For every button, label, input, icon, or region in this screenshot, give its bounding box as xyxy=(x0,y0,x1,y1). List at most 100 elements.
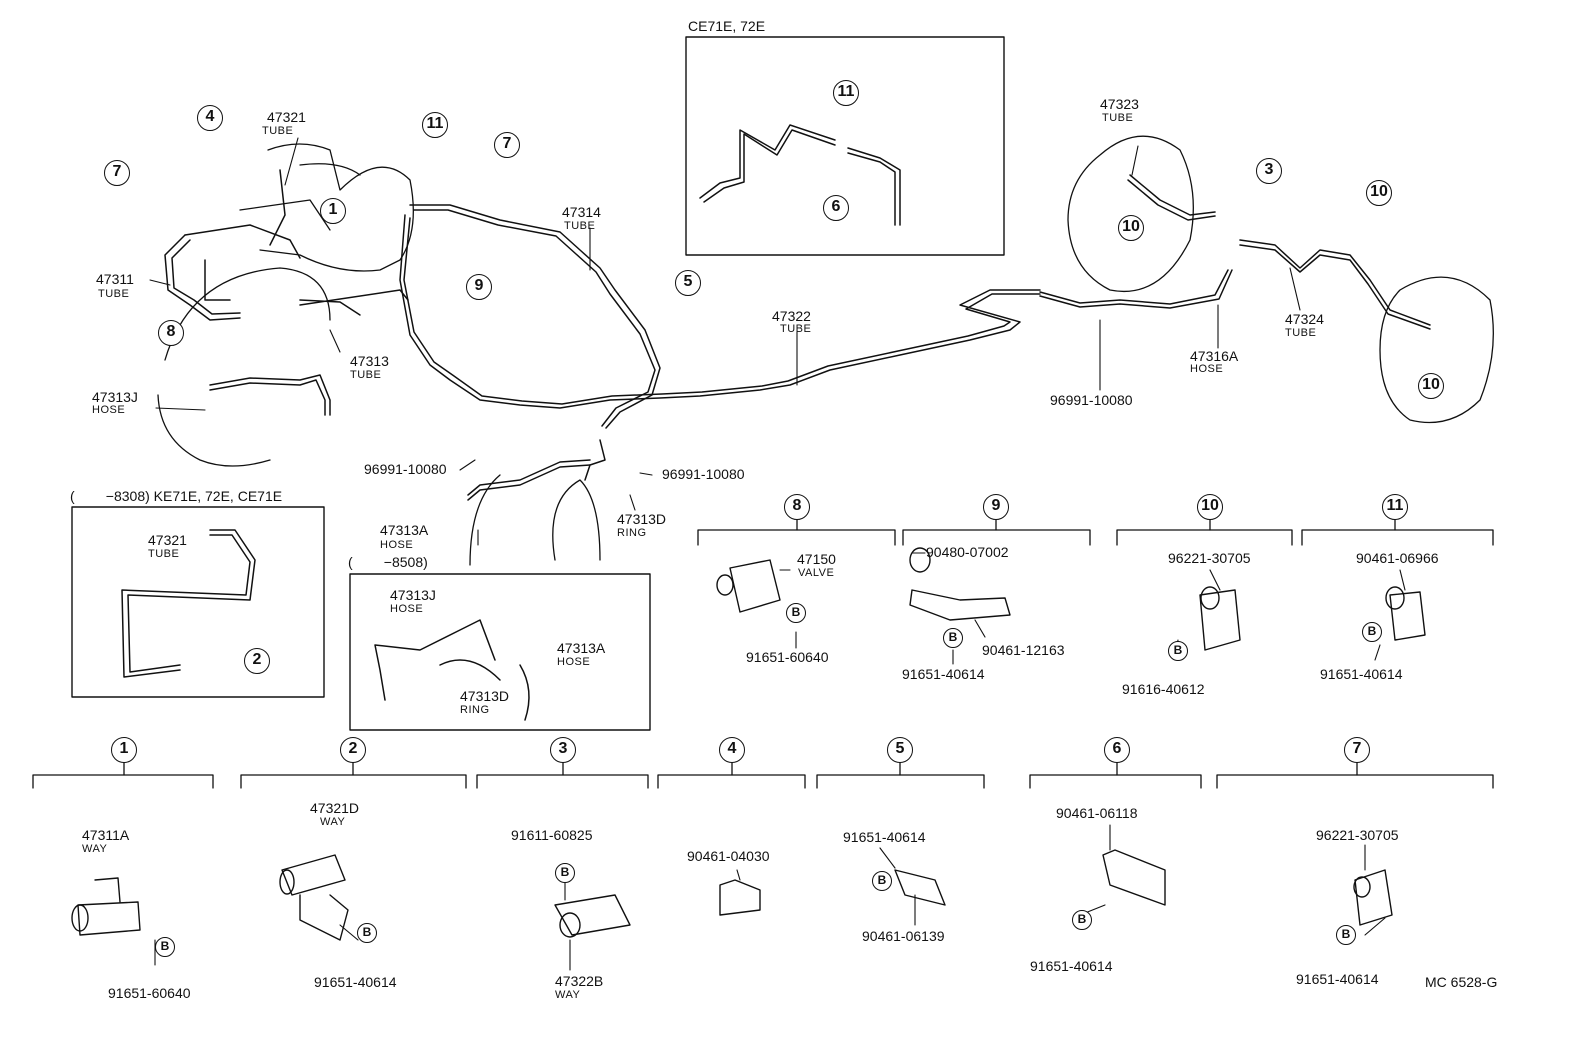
wheel-right-upper xyxy=(1067,135,1194,292)
group-callout-10: 10 xyxy=(1197,494,1223,520)
wheel-left-front xyxy=(157,267,331,467)
part-90461-06118: 90461-06118 xyxy=(1056,805,1138,821)
part-91651-40614-g2: 91651-40614 xyxy=(314,974,397,990)
inset-title-ke71e: ( −8308) KE71E, 72E, CE71E xyxy=(70,488,283,504)
part-47316A: 47316A xyxy=(1190,348,1239,364)
type-hose: HOSE xyxy=(1190,363,1224,375)
type-tube: TUBE xyxy=(564,220,596,232)
part-91616-40612: 91616-40612 xyxy=(1122,681,1205,697)
part-90461-06139: 90461-06139 xyxy=(862,928,945,944)
part-47313D: 47313D xyxy=(617,511,667,527)
bolt-marker: B xyxy=(357,923,377,943)
part-91651-40614-g11: 91651-40614 xyxy=(1320,666,1403,682)
bolt-marker: B xyxy=(786,603,806,623)
part-90461-06966: 90461-06966 xyxy=(1356,550,1439,566)
type-tube: TUBE xyxy=(1102,112,1134,124)
wheel-right-lower xyxy=(1379,276,1494,424)
inset-8508-hose xyxy=(374,619,530,721)
bolt-marker: B xyxy=(1336,925,1356,945)
group-callout-7: 7 xyxy=(1344,737,1370,763)
type-tube: TUBE xyxy=(148,548,180,560)
inset-title-8508: ( −8508) xyxy=(348,554,428,570)
part-47314: 47314 xyxy=(562,204,601,220)
group-callout-6: 6 xyxy=(1104,737,1130,763)
part-91611-60825: 91611-60825 xyxy=(511,827,593,843)
part-47150: 47150 xyxy=(797,551,836,567)
inset-box-8508 xyxy=(349,573,651,731)
part-47324: 47324 xyxy=(1285,311,1324,327)
part-90480-07002: 90480-07002 xyxy=(926,544,1009,560)
callout-10b: 10 xyxy=(1366,180,1392,206)
brake-tube-main xyxy=(399,204,1233,429)
inset-part-47313A: 47313A xyxy=(557,640,606,656)
part-91651-40614-g9: 91651-40614 xyxy=(902,666,985,682)
inset-box-ce71e xyxy=(685,36,1005,256)
callout-3: 3 xyxy=(1256,158,1282,184)
group-callout-4: 4 xyxy=(719,737,745,763)
bolt-marker: B xyxy=(1168,641,1188,661)
callout-7: 7 xyxy=(104,160,130,186)
diagram-code: MC 6528-G xyxy=(1425,974,1498,990)
type-way: WAY xyxy=(320,816,346,828)
callout-11-inset: 11 xyxy=(833,80,859,106)
type-way: WAY xyxy=(555,989,581,1001)
inset-part-47313J: 47313J xyxy=(390,587,436,603)
part-91651-60640-g8: 91651-60640 xyxy=(746,649,829,665)
part-96221-30705-g10: 96221-30705 xyxy=(1168,550,1251,566)
group-callout-2: 2 xyxy=(340,737,366,763)
part-47311: 47311 xyxy=(96,271,134,287)
type-tube: TUBE xyxy=(98,288,130,300)
callout-10a: 10 xyxy=(1118,215,1144,241)
callout-8: 8 xyxy=(158,320,184,346)
type-valve: VALVE xyxy=(798,567,835,579)
bolt-marker: B xyxy=(1362,622,1382,642)
part-47322: 47322 xyxy=(772,308,811,324)
part-90461-04030: 90461-04030 xyxy=(687,848,770,864)
bolt-marker: B xyxy=(155,937,175,957)
inset-ke71e-tube xyxy=(121,529,256,678)
group-callout-11: 11 xyxy=(1382,494,1408,520)
group-brackets xyxy=(32,519,1494,789)
part-96991-10080-left: 96991-10080 xyxy=(364,461,447,477)
inset-part-47313D: 47313D xyxy=(460,688,510,704)
type-hose: HOSE xyxy=(380,539,414,551)
wheel-center xyxy=(469,474,601,566)
callout-11: 11 xyxy=(422,112,448,138)
bolt-marker: B xyxy=(872,871,892,891)
part-91651-40614-g7: 91651-40614 xyxy=(1296,971,1379,987)
brake-tube-center xyxy=(467,439,606,501)
callout-9: 9 xyxy=(466,274,492,300)
group-callout-8: 8 xyxy=(784,494,810,520)
group-callout-5: 5 xyxy=(887,737,913,763)
part-47313J: 47313J xyxy=(92,389,138,405)
callout-2-inset: 2 xyxy=(244,648,270,674)
part-47321D: 47321D xyxy=(310,800,360,816)
part-90461-12163: 90461-12163 xyxy=(982,642,1065,658)
group-callout-1: 1 xyxy=(111,737,137,763)
bolt-marker: B xyxy=(943,628,963,648)
part-47311A: 47311A xyxy=(82,827,130,843)
part-91651-60640-g1: 91651-60640 xyxy=(108,985,191,1001)
type-hose: HOSE xyxy=(92,404,126,416)
bolt-marker: B xyxy=(1072,910,1092,930)
type-hose: HOSE xyxy=(557,656,591,668)
part-47321: 47321 xyxy=(267,109,306,125)
inset-ce71e-tube xyxy=(699,124,901,226)
part-47322B: 47322B xyxy=(555,973,604,989)
part-96991-10080-center: 96991-10080 xyxy=(662,466,745,482)
part-47323: 47323 xyxy=(1100,96,1139,112)
type-hose: HOSE xyxy=(390,603,424,615)
type-tube: TUBE xyxy=(1285,327,1317,339)
callout-6-inset: 6 xyxy=(823,195,849,221)
type-tube: TUBE xyxy=(780,323,812,335)
part-91651-40614-g6: 91651-40614 xyxy=(1030,958,1113,974)
callout-7b: 7 xyxy=(494,132,520,158)
type-tube: TUBE xyxy=(350,369,382,381)
inset-box-ke71e xyxy=(71,506,325,698)
brake-tube-left xyxy=(164,169,409,416)
callout-1: 1 xyxy=(320,198,346,224)
callout-5: 5 xyxy=(675,270,701,296)
bolt-marker: B xyxy=(555,863,575,883)
part-91651-40614-g5: 91651-40614 xyxy=(843,829,926,845)
